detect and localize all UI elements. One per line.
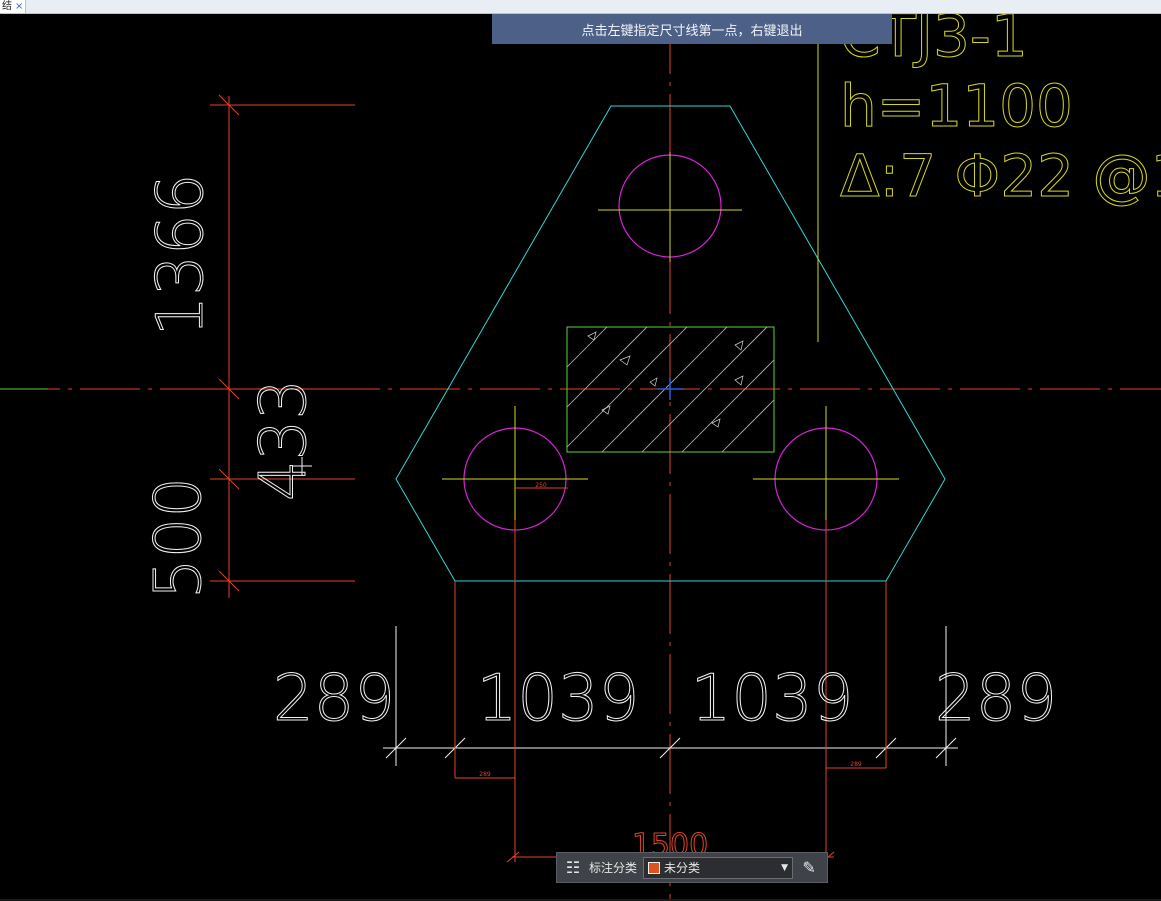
dim-h1-text: 289 [273,662,395,736]
cad-drawing-canvas[interactable]: 1366 433 500 289 1039 1039 289 1500 250 … [0,14,1161,899]
label-line2-text: h=1100 [840,72,1073,140]
column-outline [566,326,775,453]
dim-vertical-mid-text: 433 [247,379,321,501]
dim-h4-text: 289 [935,662,1057,736]
label-line3-text: Δ:7 Φ22 @130 [840,142,1161,210]
small-dim-right-text: 289 [850,761,862,768]
edit-icon[interactable]: ✎ [802,858,816,877]
dim-vertical-top-text: 1366 [144,174,218,337]
small-dim-left-text: 289 [479,771,491,778]
annotation-toolbar: ☷ 标注分类 未分类 ▼ ✎ [556,852,828,883]
dim-h3-text: 1039 [691,662,854,736]
dim-h2-text: 1039 [477,662,640,736]
horizontal-dimension [383,626,958,766]
bottom-edge [0,899,1161,901]
concrete-triangles [587,331,744,428]
annotation-category-label: 标注分类 [589,861,638,875]
document-tab-bar: 结 × [0,0,1161,14]
category-selected-value: 未分类 [664,861,701,875]
tab-close-icon[interactable]: × [15,0,24,12]
category-color-swatch [648,861,661,874]
command-prompt-text: 点击左键指定尺寸线第一点，右键退出 [581,23,803,39]
dimension-text-group: 1366 433 500 289 1039 1039 289 [142,173,1058,736]
small-dim-pile-left-text: 250 [535,482,547,489]
command-prompt-banner: 点击左键指定尺寸线第一点，右键退出 [492,14,892,44]
column-center-mark [658,378,684,400]
annotation-category-select[interactable]: 未分类 ▼ [643,856,794,879]
chevron-down-icon[interactable]: ▼ [781,862,789,873]
dim-vertical-bottom-text: 500 [142,477,216,599]
cad-drawing: 1366 433 500 289 1039 1039 289 1500 250 … [0,14,1161,899]
tab-title[interactable]: 结 [2,0,12,12]
pile-cap-label: CTJ3-1 h=1100 Δ:7 Φ22 @130 [840,14,1161,211]
grid-icon[interactable]: ☷ [565,858,581,877]
document-tab[interactable]: 结 × [0,0,27,13]
vertical-dimension [210,94,355,598]
